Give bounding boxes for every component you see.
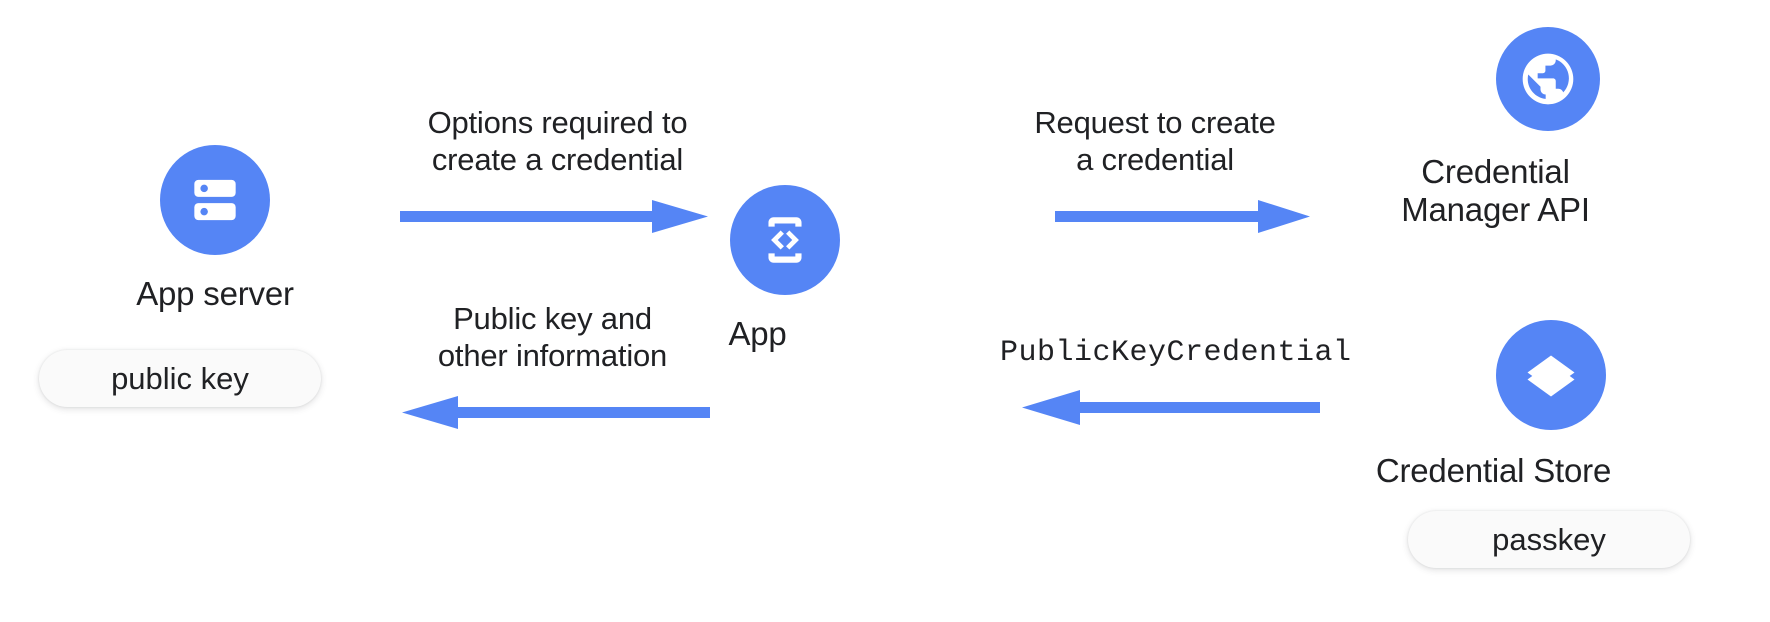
arrow-left-public-key-credential (1022, 390, 1320, 425)
chip-passkey: passkey (1408, 511, 1690, 568)
server-icon (160, 145, 270, 255)
node-app-server-label: App server (136, 275, 294, 312)
flow-request-to-create-caption: Request to create a credential (1034, 105, 1276, 178)
node-credential-manager-api-label: Credential Manager API (1401, 153, 1590, 229)
node-app-server: App server (125, 145, 305, 313)
flow-options-required: Options required to create a credential (400, 104, 715, 242)
chip-passkey-label: passkey (1492, 521, 1606, 557)
node-app: App (728, 185, 840, 353)
arrow-left-public-key (402, 396, 710, 430)
arrow-right-options (400, 200, 708, 234)
node-credential-store: Credential Store (1376, 320, 1611, 490)
chip-public-key: public key (39, 350, 321, 407)
layers-icon (1496, 320, 1606, 430)
node-credential-store-label: Credential Store (1375, 452, 1612, 489)
globe-icon (1496, 27, 1600, 131)
flow-public-key-credential: PublicKeyCredential (1000, 335, 1352, 433)
flow-request-to-create: Request to create a credential (1000, 104, 1310, 242)
node-app-label: App (728, 315, 787, 352)
chip-public-key-label: public key (111, 360, 249, 396)
flow-public-key-credential-caption: PublicKeyCredential (1000, 336, 1352, 370)
arrow-right-request (1055, 200, 1310, 234)
mobile-code-icon (730, 185, 840, 295)
node-credential-manager-api: Credential Manager API (1401, 27, 1603, 230)
flow-public-key-return: Public key and other information (395, 300, 710, 438)
flow-public-key-return-caption: Public key and other information (437, 301, 668, 374)
flow-options-required-caption: Options required to create a credential (427, 105, 688, 178)
